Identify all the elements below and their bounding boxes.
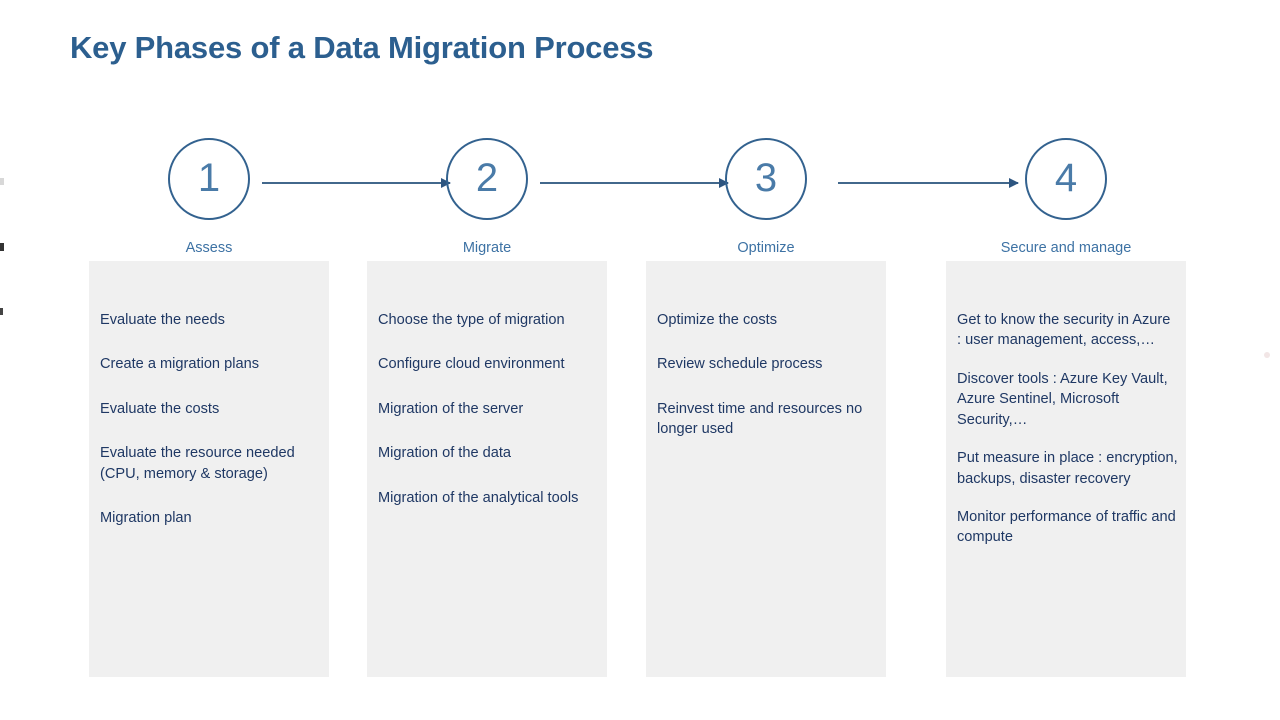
- panel-body: Optimize the costs Review schedule proce…: [657, 310, 878, 440]
- page-title: Key Phases of a Data Migration Process: [70, 30, 654, 65]
- list-item: Migration of the server: [378, 400, 524, 417]
- step-2-label: Migrate: [462, 240, 512, 256]
- step-3-circle: 3: [725, 138, 807, 220]
- step-4[interactable]: 4 Secure and manage: [946, 138, 1186, 256]
- list-item: Configure cloud environment: [378, 356, 565, 373]
- list-item: Evaluate the resource needed (CPU, memor…: [100, 445, 295, 482]
- arrow-head-icon: [719, 178, 729, 188]
- list-item: Review schedule process: [657, 356, 823, 373]
- list-item: Optimize the costs: [657, 312, 778, 328]
- list-item: Reinvest time and resources no longer us…: [657, 400, 863, 438]
- arrow-line-icon: [540, 182, 728, 184]
- arrow-step-3-to-4: [838, 178, 1019, 188]
- step-4-circle: 4: [1025, 138, 1107, 220]
- list-item: Choose the type of migration: [378, 312, 565, 328]
- step-2-circle: 2: [446, 138, 528, 220]
- edge-artifact: [1264, 352, 1270, 358]
- list-item: Migration of the data: [378, 445, 512, 462]
- process-stepper: 1 Assess 2 Migrate 3 Optimize 4 Secure a…: [0, 138, 1280, 258]
- edge-artifact: [0, 178, 4, 185]
- list-item: Evaluate the needs: [100, 312, 225, 328]
- step-1-number: 1: [197, 156, 221, 200]
- arrow-line-icon: [262, 182, 450, 184]
- arrow-head-icon: [1009, 178, 1019, 188]
- edge-artifact: [0, 308, 3, 315]
- phase-panel-assess: Evaluate the needs Create a migration pl…: [89, 261, 329, 677]
- list-item: Evaluate the costs: [100, 400, 220, 417]
- step-2[interactable]: 2 Migrate: [367, 138, 607, 256]
- list-item: Discover tools : Azure Key Vault, Azure …: [957, 370, 1168, 428]
- step-4-label: Secure and manage: [1000, 240, 1132, 256]
- list-item: Get to know the security in Azure : user…: [957, 312, 1171, 349]
- step-3-label: Optimize: [737, 240, 795, 256]
- list-item: Create a migration plans: [100, 356, 259, 373]
- panel-body: Choose the type of migration Configure c…: [378, 310, 599, 508]
- step-3[interactable]: 3 Optimize: [646, 138, 886, 256]
- panel-body: Evaluate the needs Create a migration pl…: [100, 310, 321, 529]
- step-1[interactable]: 1 Assess: [89, 138, 329, 256]
- phase-panel-optimize: Optimize the costs Review schedule proce…: [646, 261, 886, 677]
- arrow-line-icon: [838, 182, 1018, 184]
- list-item: Migration plan: [100, 510, 192, 527]
- panel-body: Get to know the security in Azure : user…: [957, 310, 1178, 566]
- step-4-number: 4: [1054, 156, 1078, 200]
- list-item: Put measure in place : encryption, backu…: [957, 450, 1178, 487]
- edge-artifact: [0, 243, 4, 251]
- arrow-step-2-to-3: [540, 178, 729, 188]
- list-item: Monitor performance of traffic and compu…: [957, 508, 1176, 546]
- step-1-label: Assess: [185, 240, 233, 256]
- step-2-number: 2: [475, 156, 499, 200]
- list-item: Migration of the analytical tools: [378, 489, 579, 506]
- step-3-number: 3: [754, 156, 778, 200]
- phase-panel-secure-and-manage: Get to know the security in Azure : user…: [946, 261, 1186, 677]
- phase-panel-migrate: Choose the type of migration Configure c…: [367, 261, 607, 677]
- step-1-circle: 1: [168, 138, 250, 220]
